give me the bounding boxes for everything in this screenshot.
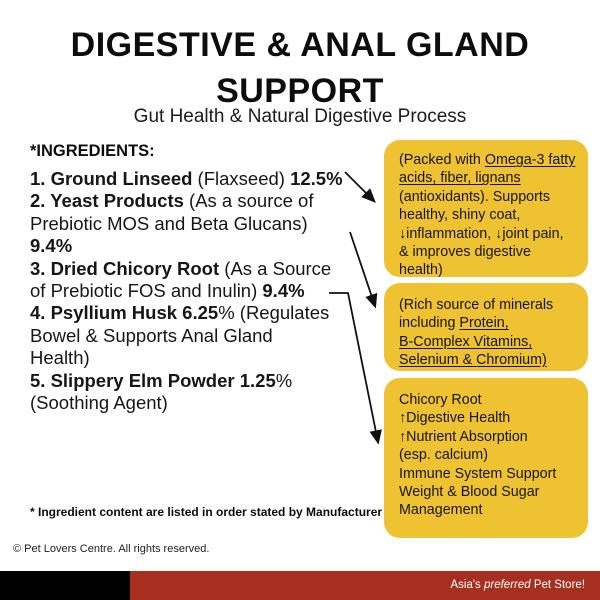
page-title: DIGESTIVE & ANAL GLAND SUPPORT	[0, 22, 600, 114]
callout-box-chicory-root: Chicory Root↑Digestive Health↑Nutrient A…	[384, 378, 588, 538]
ingredient-footnote: * Ingredient content are listed in order…	[30, 505, 383, 519]
ingredient-item-ground-linseed: 1. Ground Linseed (Flaxseed) 12.5%	[30, 168, 343, 189]
footer-black-block	[0, 571, 130, 600]
copyright-text: © Pet Lovers Centre. All rights reserved…	[13, 543, 210, 555]
footer-tagline: Asia's preferred Pet Store!	[450, 579, 585, 591]
ingredients-list: 1. Ground Linseed (Flaxseed) 12.5% 2. Ye…	[30, 168, 382, 414]
footer-bar: Asia's preferred Pet Store!	[0, 571, 600, 600]
ingredient-item-slippery-elm-powder: 5. Slippery Elm Powder 1.25%(Soothing Ag…	[30, 369, 293, 414]
page-title-line2: SUPPORT	[216, 72, 384, 110]
page-subtitle: Gut Health & Natural Digestive Process	[133, 106, 467, 127]
page-title-line1: DIGESTIVE & ANAL GLAND	[70, 26, 530, 64]
ingredients-heading: *INGREDIENTS:	[30, 142, 155, 160]
